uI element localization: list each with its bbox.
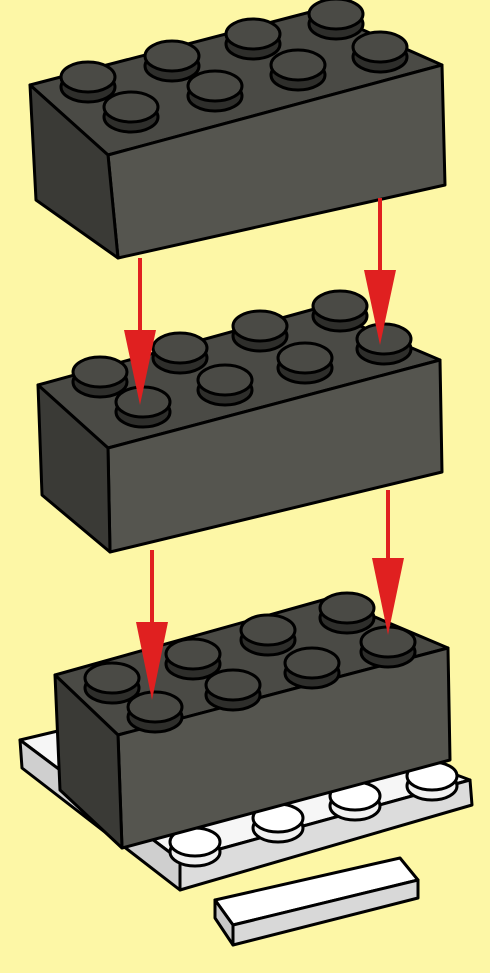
- brick-stud: [71, 355, 129, 399]
- arrow-mid-left: [136, 550, 168, 700]
- brick-stud: [355, 322, 413, 366]
- brick-stud: [318, 591, 376, 635]
- brick-stud: [307, 0, 365, 41]
- arrow-top-right: [364, 198, 396, 345]
- white-plate-lower: [213, 856, 420, 947]
- brick-stud: [164, 637, 222, 681]
- middle-brick: [36, 289, 444, 554]
- arrow-top-left: [124, 258, 156, 405]
- top-brick: [28, 0, 447, 260]
- bottom-brick: [53, 591, 452, 850]
- brick-stud: [114, 385, 172, 429]
- brick-stud: [351, 30, 409, 74]
- arrow-mid-right: [372, 490, 404, 635]
- brick-stud: [59, 60, 117, 104]
- brick-stud: [102, 90, 160, 134]
- brick-stud: [311, 289, 369, 333]
- brick-stud: [224, 17, 282, 61]
- brick-stud: [151, 331, 209, 375]
- brick-stud: [239, 613, 297, 657]
- brick-stud: [359, 625, 417, 669]
- brick-stud: [204, 668, 262, 712]
- brick-stud: [269, 48, 327, 92]
- brick-stud: [126, 690, 184, 734]
- brick-stud: [276, 341, 334, 385]
- brick-stud: [231, 309, 289, 353]
- brick-stud: [196, 363, 254, 407]
- brick-stud: [186, 69, 244, 113]
- brick-stud: [83, 661, 141, 705]
- brick-stud: [283, 646, 341, 690]
- brick-stud: [143, 39, 201, 83]
